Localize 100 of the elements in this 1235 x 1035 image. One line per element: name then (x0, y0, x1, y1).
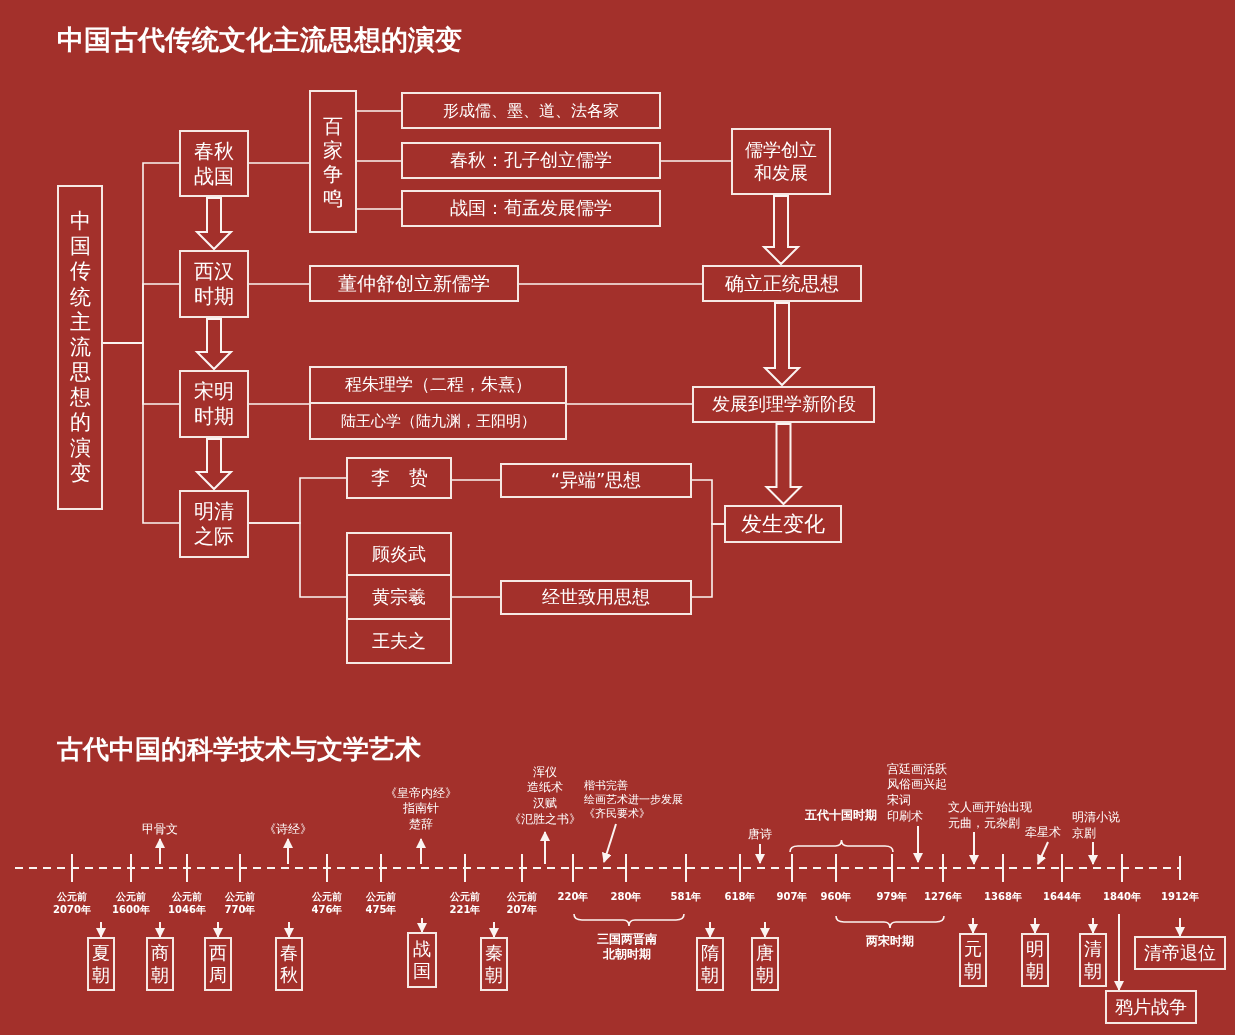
event-text: 风俗画兴起 (887, 777, 947, 793)
event-text: 《皇帝内经》 (385, 785, 457, 802)
arrow (1037, 841, 1049, 865)
arrow (760, 921, 770, 938)
box-text: 春秋 (280, 942, 298, 986)
box-text: 唐朝 (756, 942, 774, 986)
box-text: 春秋：孔子创立儒学 (450, 149, 612, 172)
event-text: 造纸术 (527, 780, 563, 796)
vertical-text-box (480, 937, 508, 991)
box-text: 清朝 (1084, 938, 1102, 982)
tick-label: 公元前475年 (364, 891, 398, 916)
arrow (969, 831, 979, 865)
box-text: 西周 (209, 942, 227, 986)
box-text: 百家争鸣 (323, 113, 343, 210)
tick-label: 1644年 (1043, 891, 1081, 904)
event-text: 楚辞 (409, 816, 433, 833)
box-text: 隋朝 (701, 942, 719, 986)
event-text: 宫廷画活跃 (887, 761, 947, 778)
box-text: 战国：荀孟发展儒学 (450, 197, 612, 220)
hollow-arrow (764, 423, 803, 506)
vertical-text-box (204, 937, 232, 991)
vertical-text-box (959, 933, 987, 987)
connector-line (451, 596, 501, 598)
connector-line (356, 110, 402, 112)
connector-line (660, 160, 732, 162)
concept-box (179, 490, 249, 558)
tick-label: 公元前2070年 (52, 891, 92, 916)
tick-label: 公元前770年 (223, 891, 257, 916)
arrow (284, 921, 294, 938)
tick-label: 公元前221年 (448, 891, 482, 916)
concept-box (401, 190, 661, 227)
tick-label: 公元前1600年 (111, 891, 151, 916)
box-text: 董仲舒创立新儒学 (338, 271, 490, 296)
box-text: 黄宗羲 (372, 585, 426, 609)
box-text: 王夫之 (372, 629, 426, 653)
event-text: 汉赋 (533, 796, 557, 812)
box-text: 发展到理学新阶段 (711, 393, 856, 416)
concept-box (702, 265, 862, 302)
event-text: 《氾胜之书》 (509, 811, 581, 828)
tick-label: 公元前1046年 (167, 891, 207, 916)
vertical-text-box (407, 932, 437, 988)
concept-box (346, 618, 452, 664)
box-text: 李 贽 (370, 466, 428, 490)
hollow-arrow (761, 195, 801, 266)
event-text: 《齐民要术》 (584, 807, 650, 822)
box-text: 顾炎武 (372, 542, 426, 566)
concept-box (346, 532, 452, 576)
box-text: 发生变化 (741, 510, 825, 538)
tick-label: 公元前476年 (310, 891, 344, 916)
period-label: 五代十国时期 (804, 808, 878, 823)
vertical-text-box (146, 937, 174, 991)
tick-label: 公元前207年 (505, 891, 539, 916)
tick-label: 1912年 (1161, 891, 1199, 904)
event-text: 《诗经》 (264, 822, 312, 838)
concept-box (309, 265, 519, 302)
concept-box (1105, 990, 1197, 1024)
box-text: 明朝 (1026, 938, 1044, 982)
box-text: 战国 (413, 938, 431, 982)
event-text: 元曲，元杂剧 (948, 816, 1020, 832)
arrow (1088, 841, 1098, 865)
connector-line (518, 283, 703, 285)
tick-label: 907年 (776, 891, 808, 904)
tick-label: 1840年 (1103, 891, 1141, 904)
event-text: 唐诗 (748, 827, 772, 843)
vertical-text-box (1079, 933, 1107, 987)
vertical-text-box (309, 90, 357, 233)
period-label: 三国两晋南北朝时期 (596, 932, 658, 962)
title: 中国古代传统文化主流思想的演变 (57, 23, 462, 57)
event-text: 浑仪 (533, 764, 557, 781)
vertical-text-box (1021, 933, 1049, 987)
event-text: 牵星术 (1025, 825, 1061, 841)
connector-line (451, 479, 501, 481)
vertical-text-box (275, 937, 303, 991)
box-text: 春秋战国 (193, 138, 235, 189)
arrow (540, 831, 550, 865)
arrow (213, 921, 223, 938)
arrow (1175, 917, 1185, 937)
event-text: 宋词 (887, 793, 911, 809)
concept-box (309, 402, 567, 440)
connector-line (356, 160, 402, 162)
concept-box (731, 128, 831, 195)
event-text: 明清小说 (1072, 810, 1120, 826)
period-label: 两宋时期 (865, 934, 915, 949)
hollow-arrow (194, 197, 234, 251)
box-text: 西汉时期 (193, 259, 235, 309)
hollow-arrow (194, 438, 234, 491)
hollow-arrow (762, 302, 802, 387)
connector-line (248, 403, 310, 405)
arrow (968, 917, 978, 934)
connector-line (248, 162, 310, 164)
tick-label: 960年 (820, 891, 852, 904)
concept-box (179, 370, 249, 438)
concept-box (309, 366, 567, 404)
concept-box (1134, 936, 1226, 970)
box-text: 商朝 (151, 942, 169, 986)
concept-box (500, 580, 692, 615)
arrow (96, 921, 106, 938)
arrow (283, 838, 293, 865)
event-text: 指南针 (403, 801, 439, 817)
vertical-text-box (751, 937, 779, 991)
